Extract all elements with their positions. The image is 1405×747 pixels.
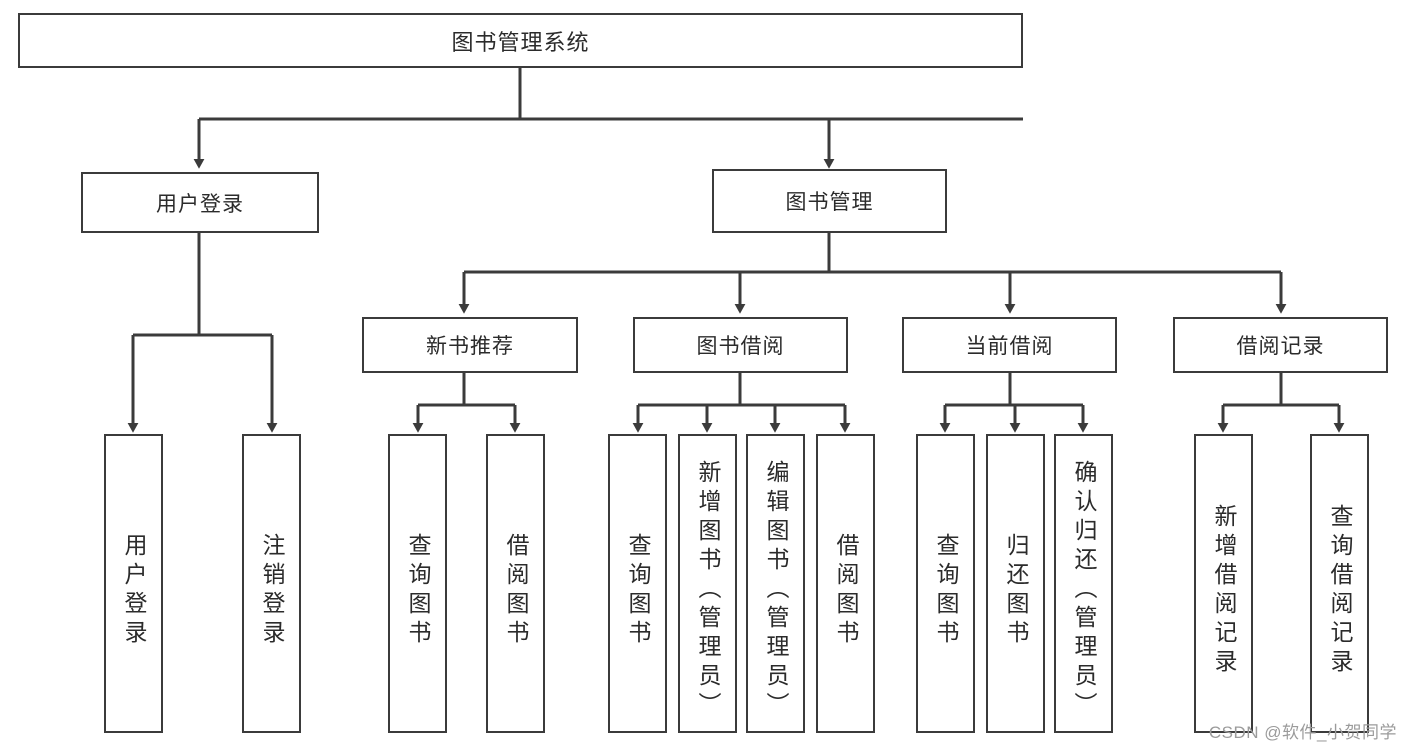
leaf-return-book-label: 归还图书 — [1003, 532, 1029, 649]
leaf-query-book-current[interactable]: 查询图书 — [916, 434, 975, 733]
leaf-return-book[interactable]: 归还图书 — [986, 434, 1045, 733]
leaf-confirm-return-admin[interactable]: 确认归还（管理员） — [1054, 434, 1113, 733]
leaf-query-borrow-record[interactable]: 查询借阅记录 — [1310, 434, 1369, 733]
node-borrow-record-label: 借阅记录 — [1236, 335, 1325, 358]
node-root[interactable]: 图书管理系统 — [18, 13, 1023, 68]
leaf-query-borrow-record-label: 查询借阅记录 — [1327, 503, 1353, 678]
node-current-borrow[interactable]: 当前借阅 — [902, 317, 1117, 373]
leaf-add-borrow-record-label: 新增借阅记录 — [1211, 503, 1237, 678]
node-new-book-recommend-label: 新书推荐 — [426, 335, 514, 358]
leaf-add-book-admin-label: 新增图书（管理员） — [695, 460, 721, 721]
leaf-query-book-recommend[interactable]: 查询图书 — [388, 434, 447, 733]
leaf-user-login[interactable]: 用户登录 — [104, 434, 163, 733]
leaf-add-borrow-record[interactable]: 新增借阅记录 — [1194, 434, 1253, 733]
node-new-book-recommend[interactable]: 新书推荐 — [362, 317, 578, 373]
node-book-management[interactable]: 图书管理 — [712, 169, 947, 233]
node-borrow-record[interactable]: 借阅记录 — [1173, 317, 1388, 373]
leaf-edit-book-admin-label: 编辑图书（管理员） — [763, 460, 789, 721]
leaf-borrow-book[interactable]: 借阅图书 — [816, 434, 875, 733]
node-user-login-label: 用户登录 — [156, 192, 244, 216]
leaf-user-logout[interactable]: 注销登录 — [242, 434, 301, 733]
node-current-borrow-label: 当前借阅 — [965, 335, 1054, 358]
leaf-query-book-recommend-label: 查询图书 — [405, 532, 431, 649]
node-user-login[interactable]: 用户登录 — [81, 172, 319, 233]
leaf-borrow-book-recommend-label: 借阅图书 — [503, 532, 529, 649]
watermark: CSDN @软件_小贺同学 — [1208, 723, 1397, 742]
node-book-borrow-label: 图书借阅 — [696, 335, 785, 358]
leaf-user-login-label: 用户登录 — [121, 532, 147, 649]
leaf-borrow-book-label: 借阅图书 — [833, 532, 859, 649]
leaf-query-book-current-label: 查询图书 — [933, 532, 959, 649]
leaf-edit-book-admin[interactable]: 编辑图书（管理员） — [746, 434, 805, 733]
node-book-management-label: 图书管理 — [785, 191, 874, 214]
leaf-query-book-borrow[interactable]: 查询图书 — [608, 434, 667, 733]
leaf-user-logout-label: 注销登录 — [259, 532, 285, 649]
node-book-borrow[interactable]: 图书借阅 — [633, 317, 848, 373]
leaf-add-book-admin[interactable]: 新增图书（管理员） — [678, 434, 737, 733]
node-root-label: 图书管理系统 — [451, 29, 590, 55]
leaf-borrow-book-recommend[interactable]: 借阅图书 — [486, 434, 545, 733]
leaf-query-book-borrow-label: 查询图书 — [625, 532, 651, 649]
leaf-confirm-return-admin-label: 确认归还（管理员） — [1071, 460, 1097, 721]
